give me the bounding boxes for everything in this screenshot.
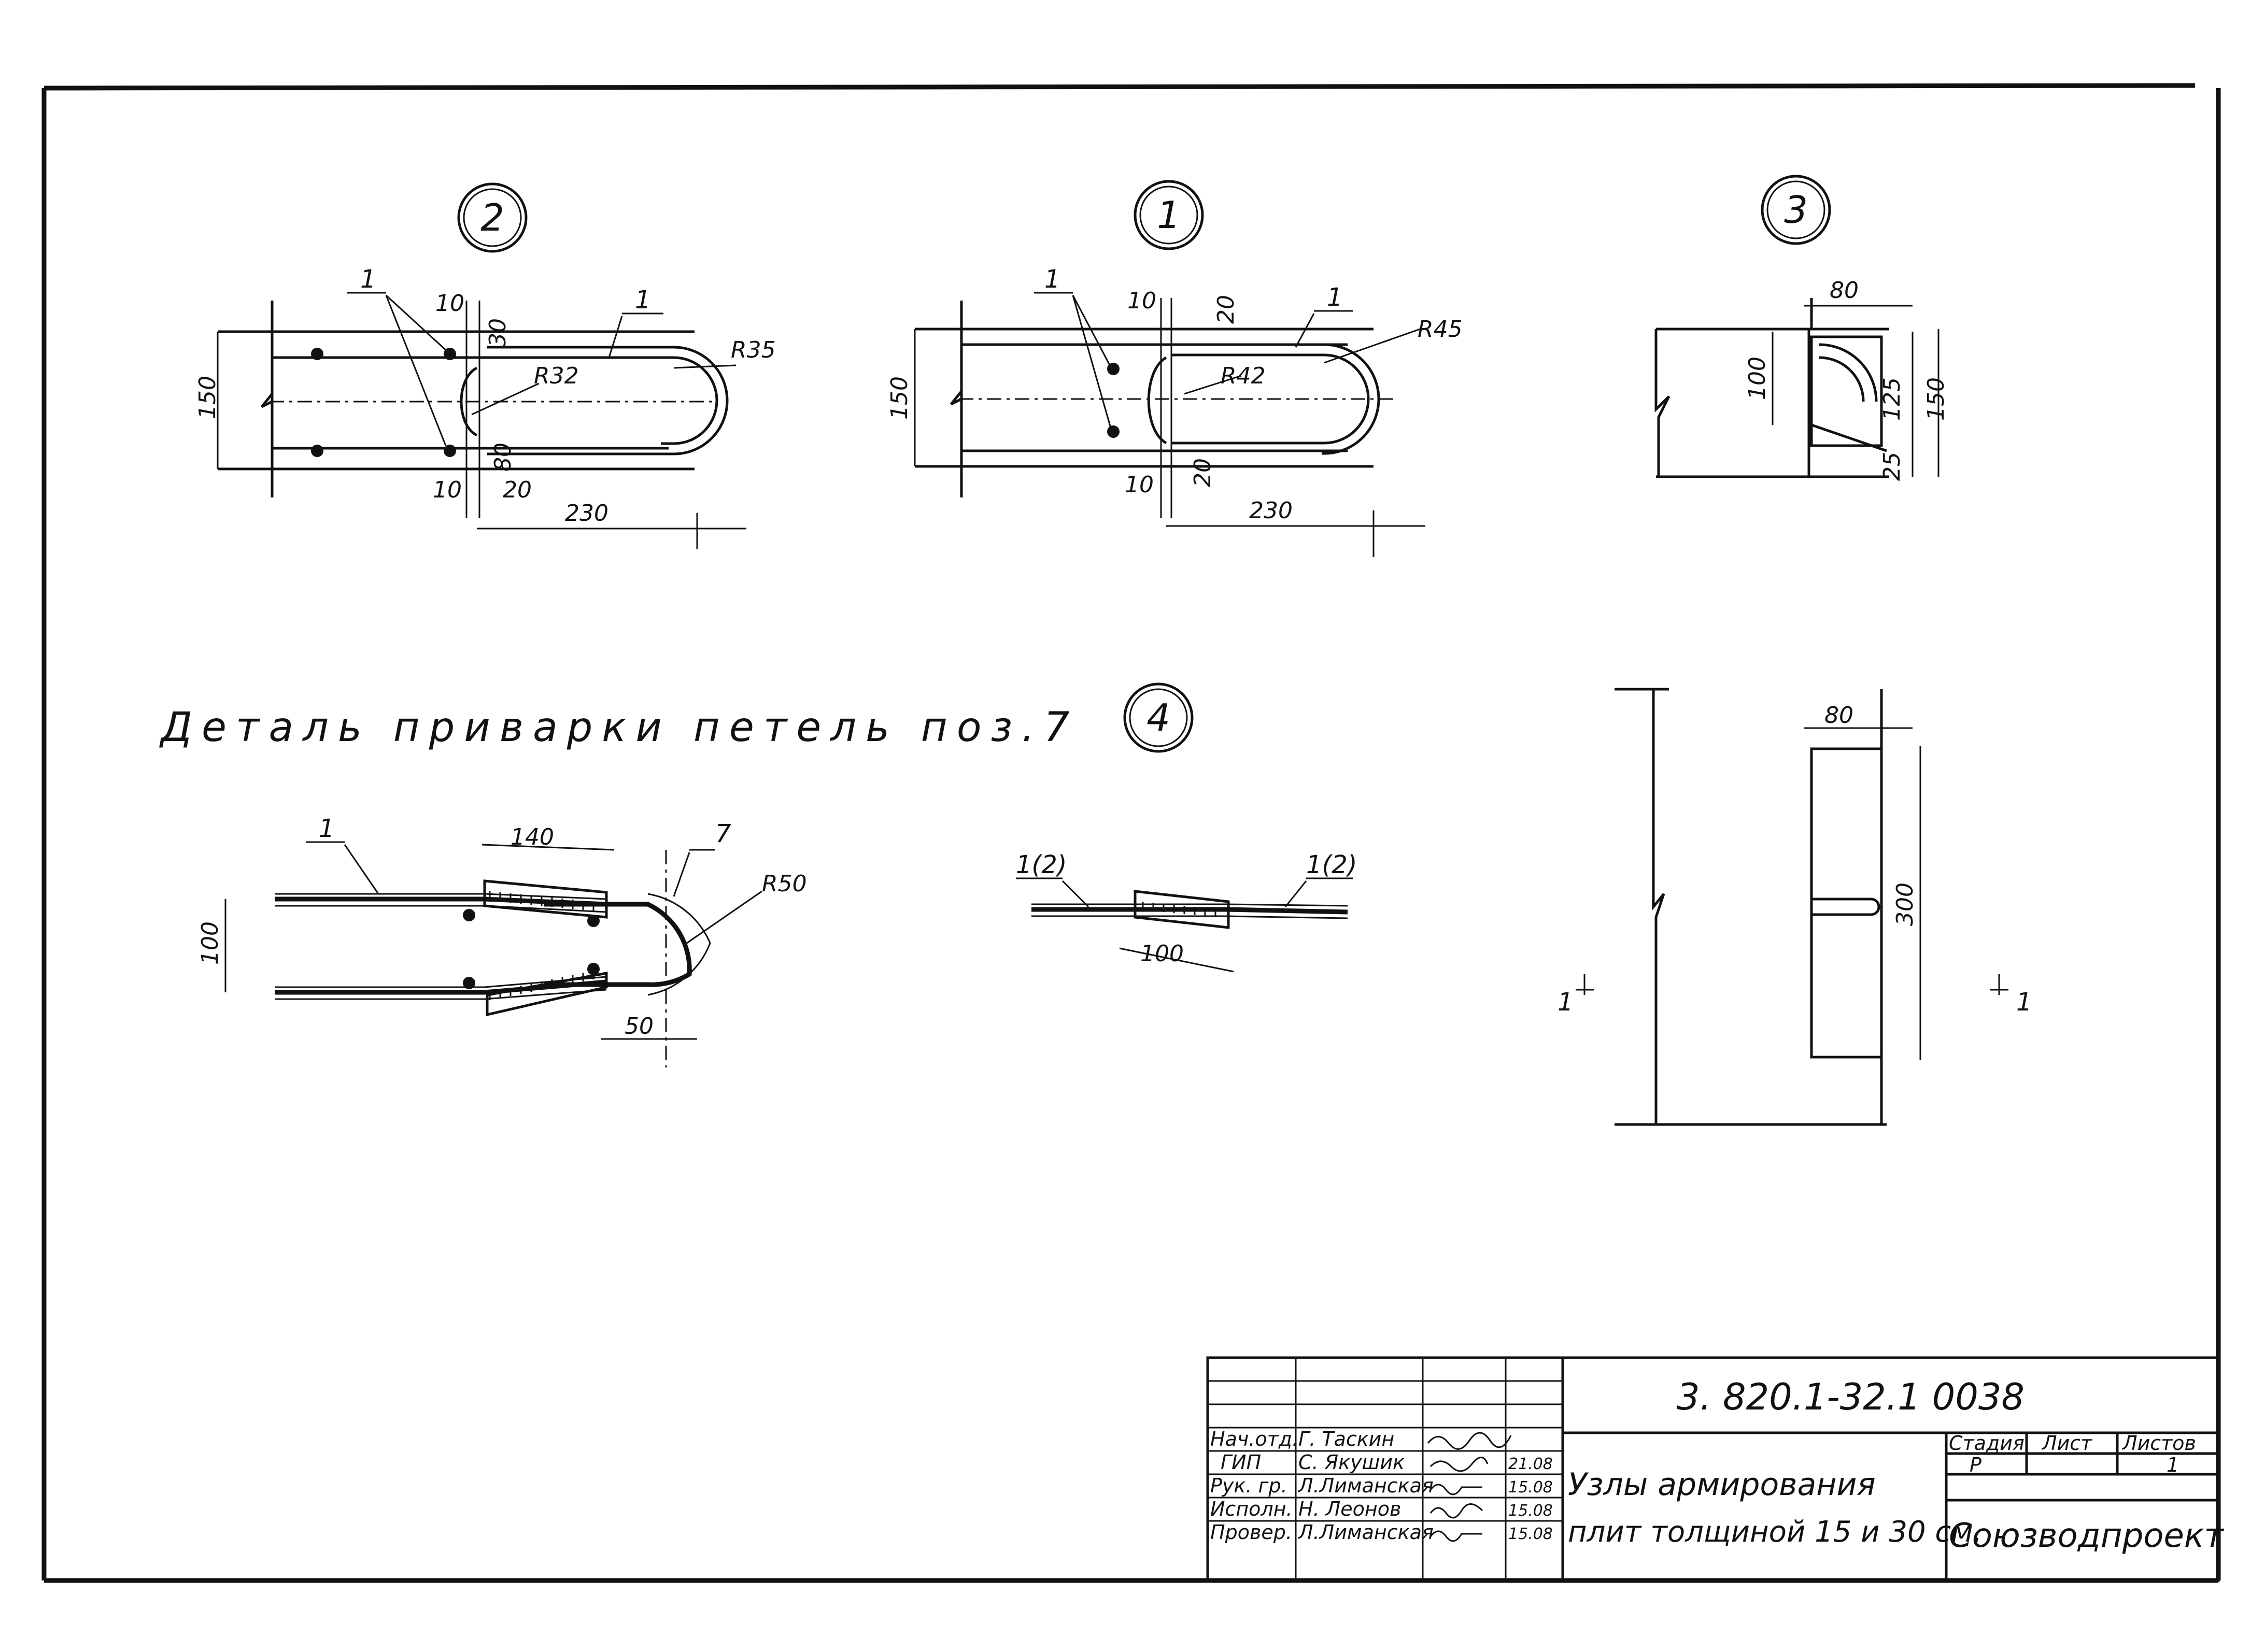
dim-150: 150 bbox=[1923, 377, 1949, 421]
node-3: 3 80 100 125 150 25 bbox=[1654, 175, 1949, 481]
cut-label-right: 1 bbox=[2016, 988, 2032, 1017]
dim-100: 100 bbox=[1140, 941, 1184, 967]
dim-80: 80 bbox=[1824, 702, 1853, 729]
dim-230: 230 bbox=[1249, 497, 1293, 524]
node-2: 2 1 1 150 10 30 R32 bbox=[194, 182, 776, 549]
cut-label-left: 1 bbox=[1558, 988, 1574, 1017]
bar-section bbox=[444, 445, 456, 457]
title-line-2: плит толщиной 15 и 30 см. bbox=[1568, 1515, 1982, 1549]
dim-20-top: 20 bbox=[1213, 295, 1239, 324]
dim-300: 300 bbox=[1892, 882, 1918, 926]
dim-r45: R45 bbox=[1418, 316, 1463, 343]
date-label: 15.08 bbox=[1508, 1478, 1553, 1497]
sheets-header: Листов bbox=[2121, 1432, 2196, 1455]
signature bbox=[1429, 1530, 1482, 1542]
name-label: Л.Лиманская bbox=[1297, 1521, 1434, 1544]
stage-header: Стадия bbox=[1949, 1432, 2025, 1455]
dim-50: 50 bbox=[625, 1013, 654, 1039]
dim-10-bot: 10 bbox=[1125, 472, 1154, 498]
dim-100: 100 bbox=[1744, 357, 1771, 400]
signature bbox=[1429, 1457, 1489, 1472]
dim-150: 150 bbox=[194, 376, 221, 419]
dim-80: 80 bbox=[1830, 277, 1859, 304]
node4-label-left: 1(2) bbox=[1016, 850, 1067, 879]
name-label: Г. Таскин bbox=[1298, 1428, 1394, 1450]
position-label: 1 bbox=[1327, 283, 1343, 312]
sheets-value: 1 bbox=[2167, 1454, 2179, 1476]
stage-value: Р bbox=[1970, 1454, 1981, 1476]
organization: Союзводпроект bbox=[1949, 1517, 2225, 1555]
role-label: Исполн. bbox=[1210, 1498, 1293, 1520]
callout-4: 4 bbox=[1123, 682, 1194, 753]
name-label: Н. Леонов bbox=[1298, 1498, 1401, 1520]
position-label: 7 bbox=[715, 819, 731, 848]
bar-section bbox=[587, 915, 600, 927]
callout-label: 2 bbox=[480, 196, 504, 239]
callout-label: 3 bbox=[1784, 188, 1808, 232]
position-label: 1 bbox=[635, 286, 651, 315]
dim-25: 25 bbox=[1879, 452, 1905, 481]
role-label: Провер. bbox=[1210, 1521, 1292, 1544]
name-label: Л.Лиманская bbox=[1297, 1474, 1434, 1497]
doc-code: 3. 820.1-32.1 0038 bbox=[1677, 1376, 2025, 1418]
callout-label: 4 bbox=[1146, 696, 1170, 739]
dim-20-bot: 20 bbox=[1190, 458, 1216, 487]
dim-20: 20 bbox=[503, 477, 532, 503]
dim-80: 80 bbox=[490, 443, 516, 472]
dim-r35: R35 bbox=[731, 337, 776, 363]
position-label: 1 bbox=[360, 265, 376, 294]
sheet-header: Лист bbox=[2041, 1432, 2093, 1455]
callout-label: 1 bbox=[1157, 193, 1181, 237]
position-label: 1 bbox=[319, 814, 335, 843]
node4-label-right: 1(2) bbox=[1306, 850, 1357, 879]
role-label: Нач.отд. bbox=[1210, 1428, 1298, 1450]
role-label: Рук. гр. bbox=[1210, 1474, 1287, 1497]
dim-30: 30 bbox=[485, 318, 511, 347]
dim-r32: R32 bbox=[534, 363, 579, 389]
dim-10-top: 10 bbox=[1127, 288, 1156, 314]
dim-10-bot: 10 bbox=[433, 477, 462, 503]
callout-2: 2 bbox=[457, 182, 528, 253]
callout-3: 3 bbox=[1761, 175, 1831, 245]
position-label: 1 bbox=[1044, 265, 1060, 294]
signature bbox=[1429, 1503, 1483, 1519]
title-block: Нач.отд. ГИП Рук. гр. Исполн. Провер. Г.… bbox=[1206, 1356, 2225, 1582]
bar-section bbox=[311, 348, 323, 360]
bar-section bbox=[1107, 425, 1120, 438]
bar-section bbox=[311, 445, 323, 457]
role-label: ГИП bbox=[1221, 1451, 1261, 1474]
node-1: 1 1 1 150 10 20 R42 R45 10 20 bbox=[886, 180, 1463, 557]
dim-150: 150 bbox=[886, 376, 913, 420]
bar-section bbox=[587, 963, 600, 975]
signature bbox=[1429, 1484, 1482, 1496]
bar-section bbox=[463, 909, 475, 921]
dim-230: 230 bbox=[565, 500, 608, 526]
callout-1: 1 bbox=[1134, 180, 1204, 250]
signature bbox=[1427, 1432, 1512, 1450]
name-label: С. Якушик bbox=[1298, 1451, 1405, 1474]
bar-section bbox=[463, 977, 475, 989]
dim-r42: R42 bbox=[1221, 363, 1266, 389]
date-label: 15.08 bbox=[1508, 1525, 1553, 1543]
dim-140: 140 bbox=[511, 824, 554, 850]
date-label: 21.08 bbox=[1508, 1455, 1553, 1473]
dim-r50: R50 bbox=[762, 871, 807, 897]
dim-125: 125 bbox=[1879, 377, 1905, 421]
title-line-1: Узлы армирования bbox=[1568, 1466, 1876, 1503]
node-4: 4 1(2) 1(2) 100 bbox=[1016, 682, 1357, 973]
section-1-1: 80 300 1 1 bbox=[1558, 688, 2032, 1126]
detail-title: Деталь приварки петель поз.7 bbox=[159, 704, 1079, 751]
detail-welding: Деталь приварки петель поз.7 1 140 7 R50… bbox=[159, 704, 1079, 1067]
dim-10-top: 10 bbox=[435, 290, 464, 317]
date-label: 15.08 bbox=[1508, 1502, 1553, 1520]
dim-100: 100 bbox=[197, 921, 223, 965]
